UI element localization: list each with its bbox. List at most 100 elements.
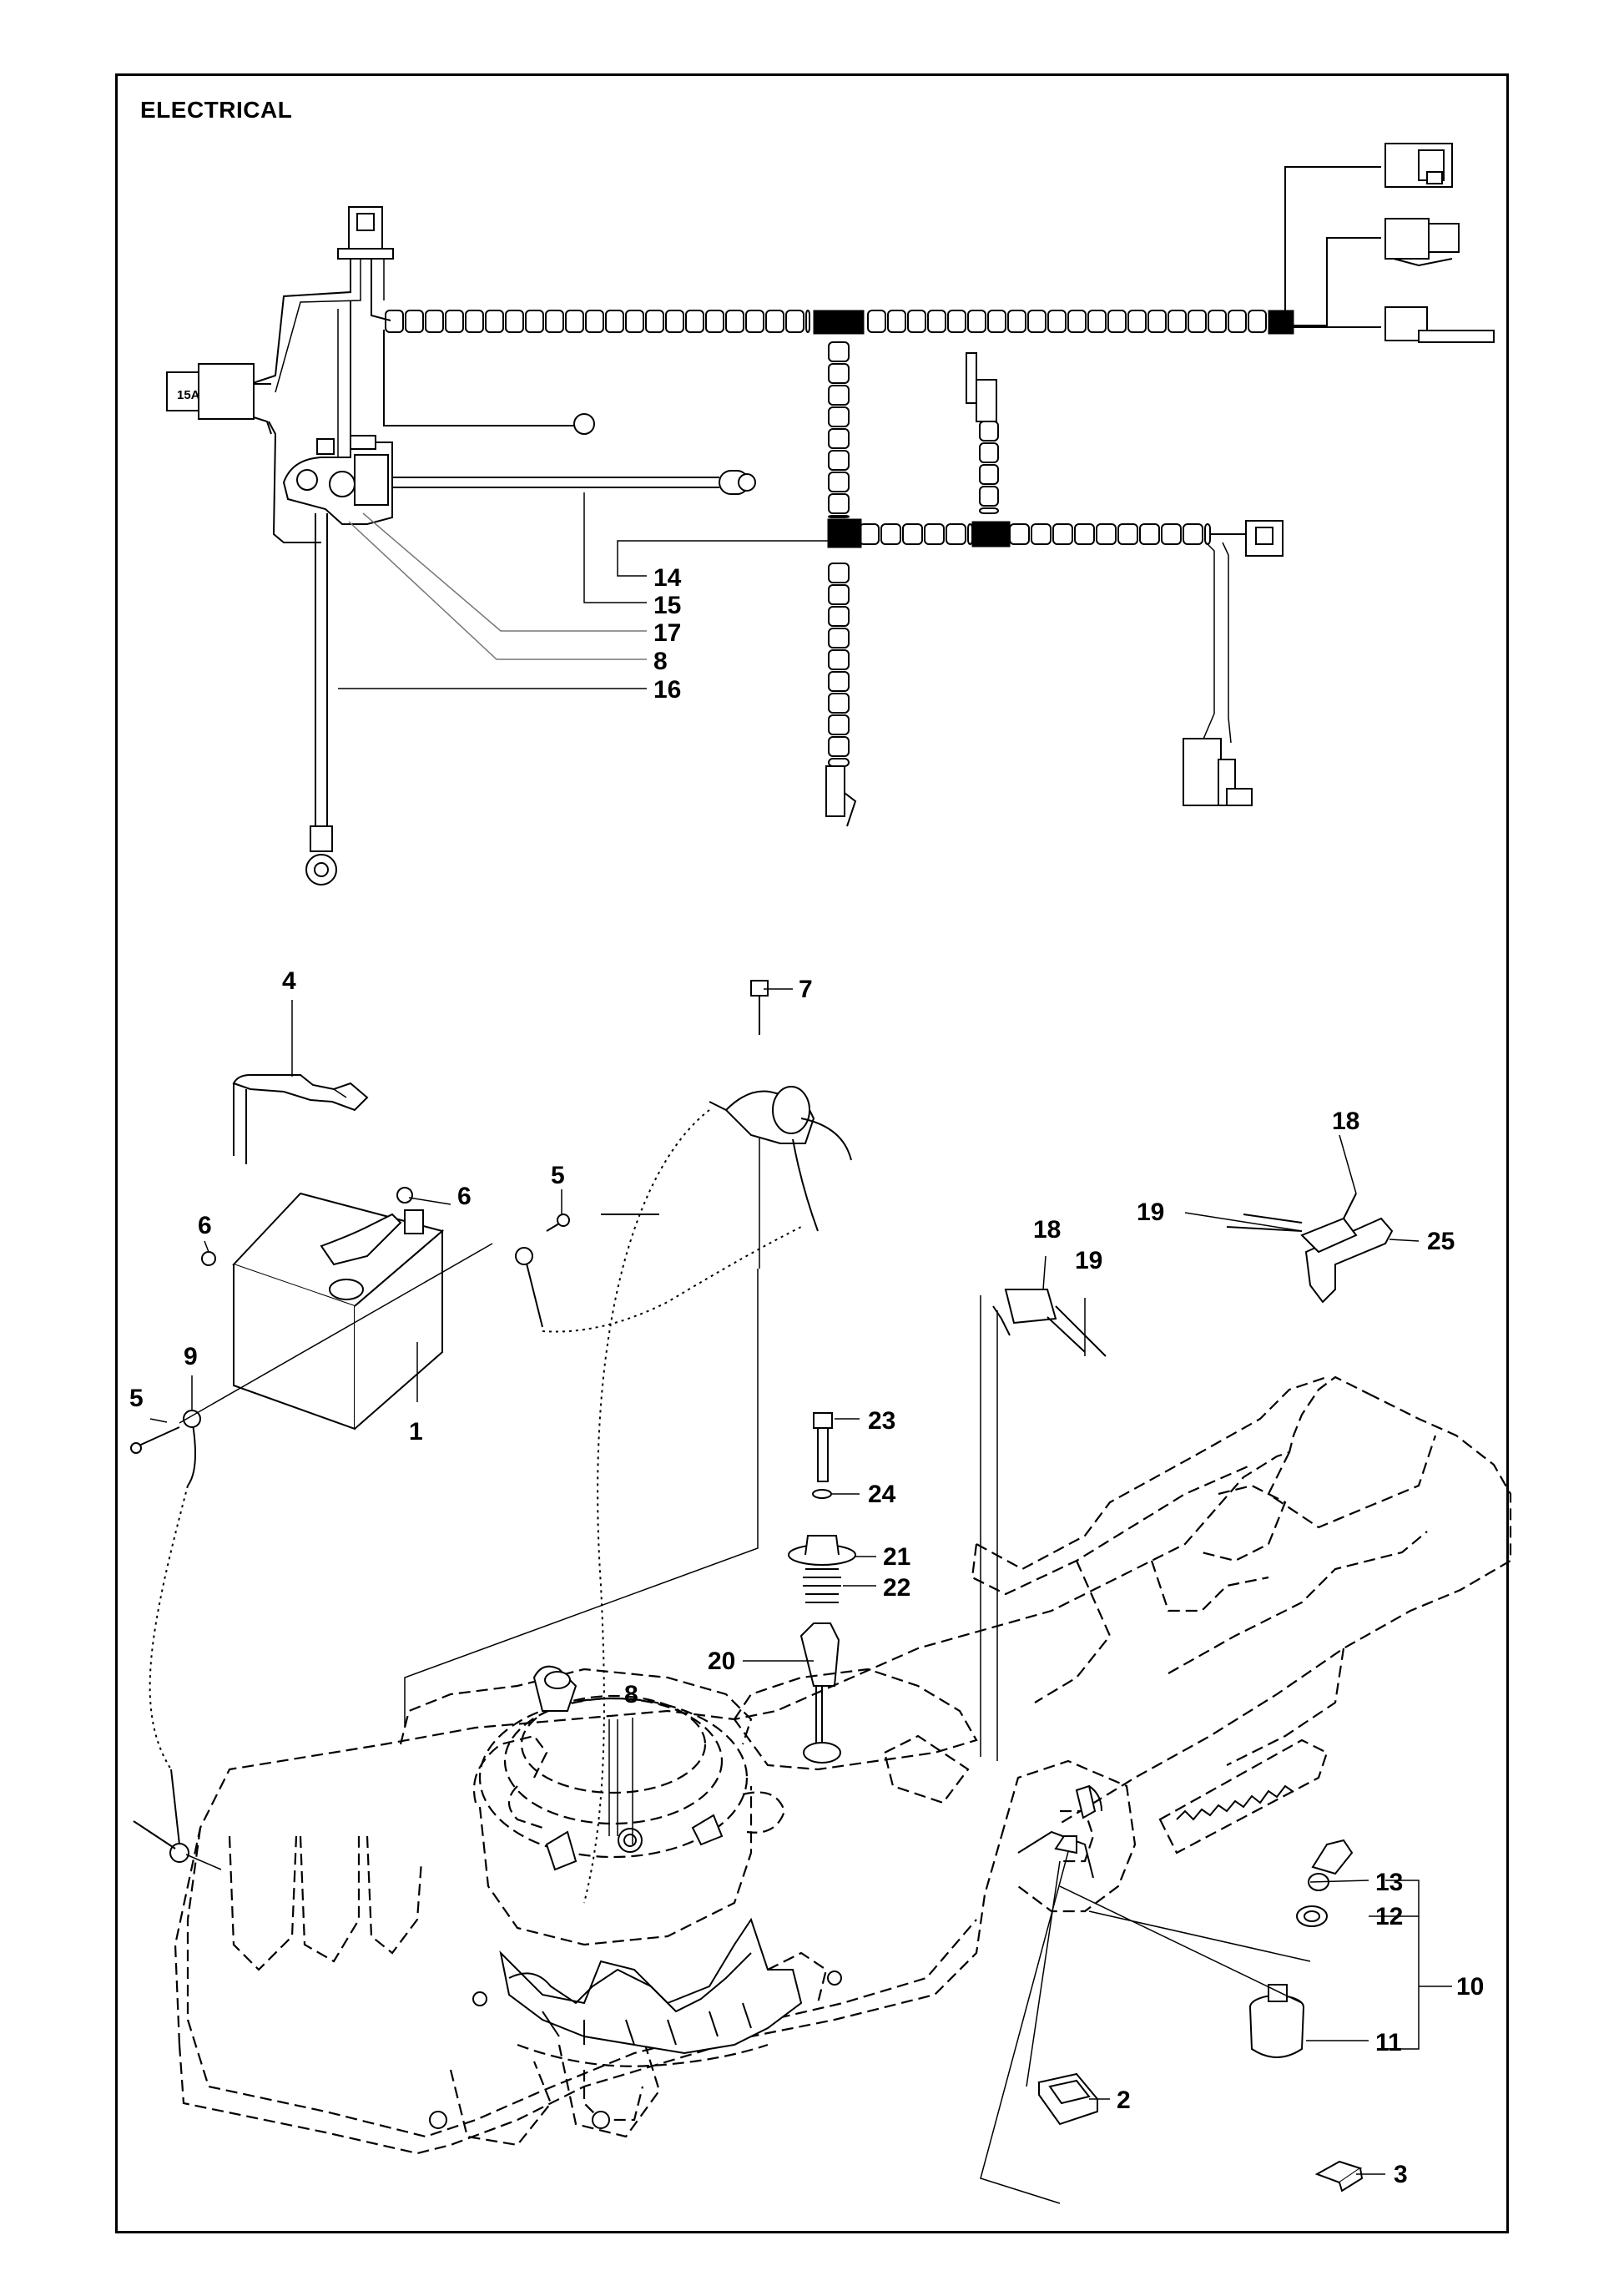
- connector-top-left: [337, 206, 394, 260]
- callout-11: 11: [1375, 2029, 1402, 2056]
- callout-6-left: 6: [198, 1212, 212, 1239]
- harness-branch-tube: [827, 518, 1211, 548]
- tube-segment: [785, 310, 804, 333]
- tube-segment: [828, 406, 850, 427]
- tube-segment: [1204, 523, 1211, 545]
- tube-segment: [725, 310, 744, 333]
- tube-segment: [887, 310, 906, 333]
- harness-main-tube: [385, 310, 1294, 335]
- harness-junction: [813, 310, 865, 335]
- callout-10: 10: [1456, 1973, 1484, 2001]
- harness-junction: [971, 521, 1011, 548]
- engine-dashed: [399, 1665, 842, 2129]
- tube-segment: [828, 341, 850, 362]
- callout-23: 23: [868, 1407, 895, 1435]
- connector-up-branch: [966, 352, 997, 422]
- tube-segment: [1027, 310, 1047, 333]
- tube-segment: [645, 310, 664, 333]
- tube-segment: [805, 310, 810, 333]
- tube-segment: [967, 523, 973, 545]
- connector-vertical-end: [825, 765, 857, 827]
- callout-14: 14: [653, 564, 682, 592]
- callout-8-bottom: 8: [624, 1681, 638, 1708]
- tube-segment: [979, 442, 999, 463]
- callout-12: 12: [1375, 1903, 1403, 1930]
- callout-leaders: [149, 988, 1420, 2175]
- tube-segment: [828, 736, 850, 757]
- tube-segment: [1067, 310, 1087, 333]
- connector-mid-right: [1384, 218, 1460, 267]
- battery: [232, 1192, 445, 1431]
- svg-text:15A: 15A: [177, 388, 200, 402]
- callout-7: 7: [799, 976, 813, 1003]
- harness-up-tube: [979, 421, 999, 514]
- switch-2: [1037, 2072, 1099, 2126]
- tube-segment: [565, 310, 584, 333]
- tube-segment: [828, 563, 850, 583]
- tube-segment: [828, 714, 850, 735]
- battery-hold-down-bracket: [232, 1074, 369, 1164]
- tube-segment: [1074, 523, 1095, 545]
- tube-segment: [1208, 310, 1227, 333]
- callout-17: 17: [653, 619, 681, 647]
- ignition-key: [1308, 1839, 1354, 1891]
- key-nut: [1296, 1905, 1328, 1927]
- tube-segment: [1096, 523, 1117, 545]
- tube-segment: [485, 310, 504, 333]
- tube-segment: [828, 363, 850, 384]
- tractor-frame-dashed: [174, 1375, 1512, 2155]
- tube-segment: [828, 693, 850, 714]
- harness-vertical-tube: [828, 341, 850, 767]
- tube-segment: [505, 310, 524, 333]
- ignition-switch: [1249, 1984, 1304, 2058]
- solenoid-mounted: [709, 980, 852, 1269]
- tube-segment: [1228, 310, 1247, 333]
- tube-segment: [828, 472, 850, 492]
- tube-segment: [525, 310, 544, 333]
- tube-segment: [828, 385, 850, 406]
- tube-segment: [1107, 310, 1127, 333]
- tube-segment: [1139, 523, 1160, 545]
- callout-5-left: 5: [129, 1385, 144, 1412]
- connector-3: [1314, 2160, 1364, 2193]
- tube-segment: [1047, 310, 1067, 333]
- tube-segment: [828, 515, 850, 518]
- diagram-title: ELECTRICAL: [140, 97, 293, 123]
- connector-top-right: [1384, 143, 1453, 188]
- harness-leaders: [338, 492, 835, 689]
- callout-18-mid: 18: [1033, 1216, 1061, 1244]
- chassis-center: [608, 1668, 978, 1853]
- tube-segment: [979, 507, 999, 514]
- tube-segment: [385, 310, 404, 333]
- tube-segment: [828, 428, 850, 449]
- tube-segment: [585, 310, 604, 333]
- callout-24: 24: [868, 1481, 896, 1508]
- tube-segment: [859, 523, 880, 545]
- tube-segment: [1248, 310, 1267, 333]
- tube-segment: [979, 464, 999, 485]
- callout-9: 9: [184, 1343, 198, 1370]
- tube-segment: [1087, 310, 1107, 333]
- tube-segment: [1052, 523, 1073, 545]
- seat-switch-stack: [788, 1412, 856, 1761]
- callout-8-top: 8: [653, 648, 668, 675]
- tube-segment: [545, 310, 564, 333]
- seat-switch-bracket: [1226, 1193, 1394, 1304]
- callout-20: 20: [708, 1648, 735, 1675]
- key-bracket: [1017, 1784, 1102, 1879]
- tube-segment: [445, 310, 464, 333]
- tube-segment: [1147, 310, 1167, 333]
- tube-segment: [1127, 310, 1147, 333]
- tube-segment: [1183, 523, 1203, 545]
- tube-segment: [828, 450, 850, 471]
- tube-segment: [1007, 310, 1026, 333]
- tube-segment: [1168, 310, 1187, 333]
- starter-solenoid: [282, 435, 393, 525]
- connector-branch-end: [1183, 520, 1284, 806]
- tube-segment: [605, 310, 624, 333]
- tube-segment: [902, 523, 923, 545]
- callout-numbers: 14 15 17 8 16 4 7 18 5 6 6 19 25 18 19 9…: [129, 564, 1484, 2188]
- callout-5-right: 5: [551, 1162, 565, 1189]
- tube-segment: [685, 310, 704, 333]
- tube-segment: [880, 523, 901, 545]
